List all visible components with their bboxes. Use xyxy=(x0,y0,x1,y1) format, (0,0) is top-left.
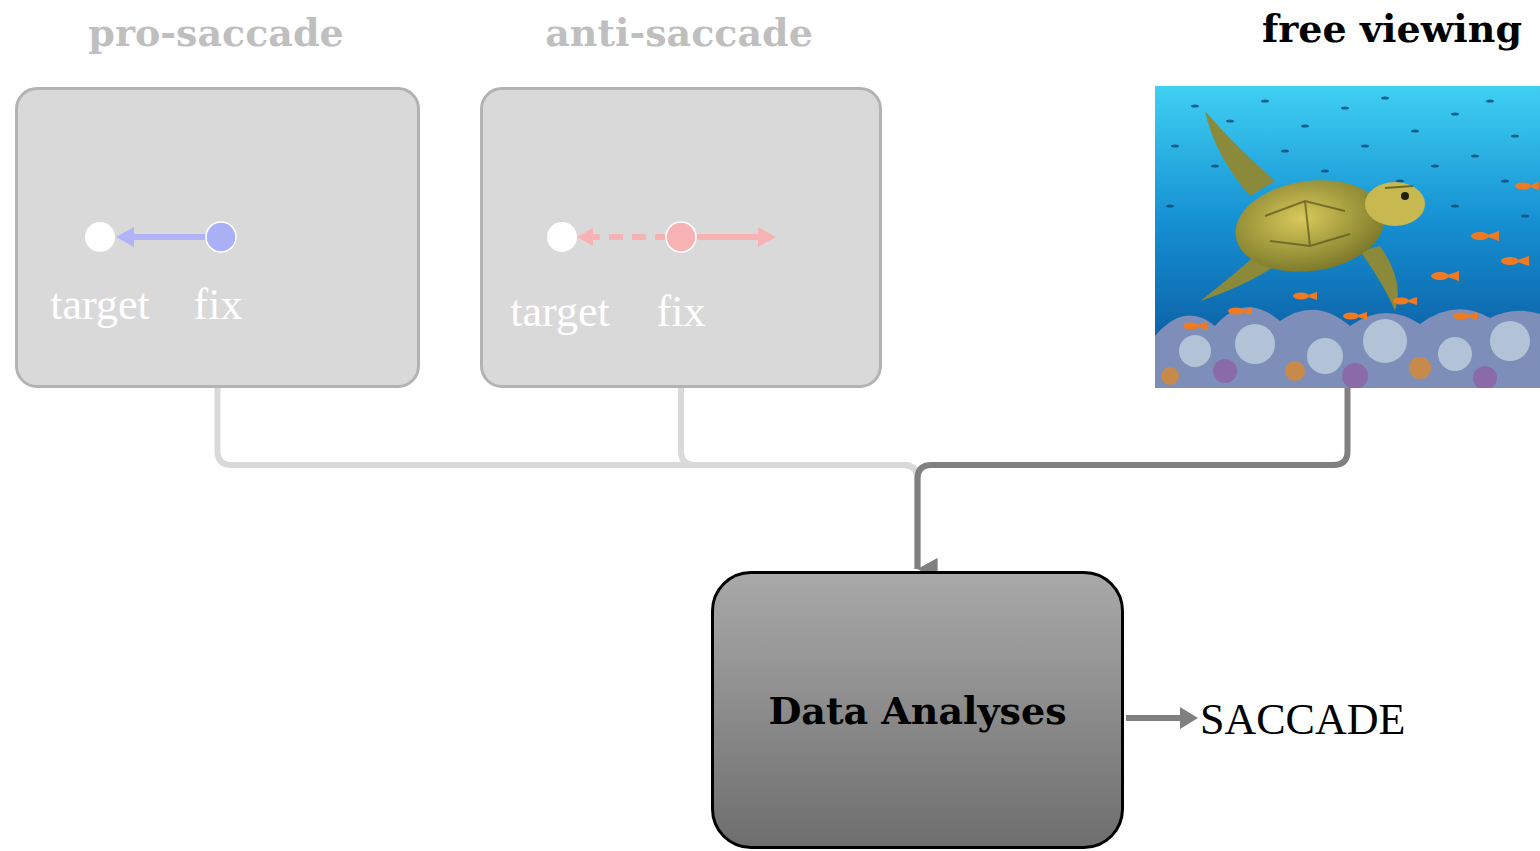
point-label: fix xyxy=(194,280,243,330)
task-box: anti-saccadetargetfix xyxy=(480,87,882,388)
output-arrow-line xyxy=(1126,715,1182,721)
image-panel: free viewing xyxy=(1155,86,1540,388)
merge-connector xyxy=(681,388,918,569)
output-label: SACCADE xyxy=(1200,695,1405,745)
process-box: Data Analyses xyxy=(711,571,1124,849)
task-box: pro-saccadetargetfix xyxy=(15,87,420,388)
merge-connector xyxy=(918,388,1348,569)
pro-saccade-illustration xyxy=(18,90,417,385)
task-heading: anti-saccade xyxy=(545,10,813,56)
task-heading: pro-saccade xyxy=(88,10,343,56)
process-title: Data Analyses xyxy=(768,688,1066,733)
point-label: target xyxy=(50,280,149,330)
underwater-photo xyxy=(1155,86,1540,388)
point-label: target xyxy=(510,287,609,337)
task-heading: free viewing xyxy=(1262,6,1522,52)
output-arrowhead xyxy=(1180,707,1198,729)
point-label: fix xyxy=(657,287,706,337)
anti-saccade-illustration xyxy=(483,90,879,385)
merge-connector xyxy=(218,388,918,569)
